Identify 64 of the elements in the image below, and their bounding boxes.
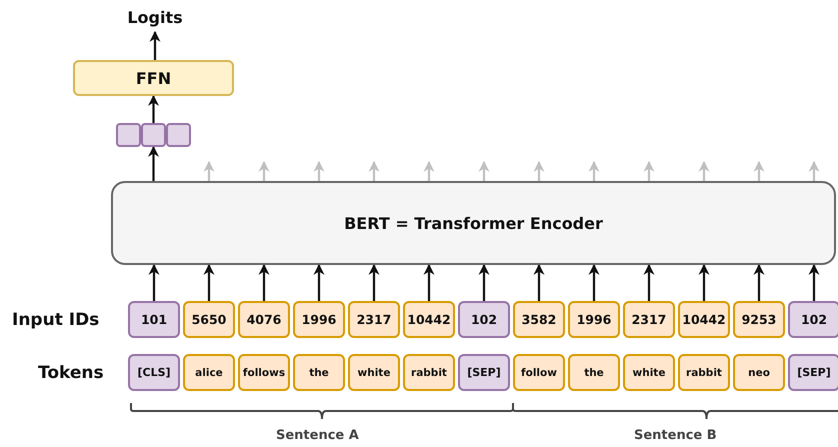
arrow — [204, 264, 214, 301]
ffn-layer-box: FFN — [73, 60, 234, 96]
arrow — [258, 160, 270, 181]
special-token-id: 102 — [788, 301, 838, 338]
arrow — [148, 94, 159, 123]
token-id: 1996 — [568, 301, 620, 338]
token: the — [568, 354, 620, 391]
arrow — [148, 264, 160, 301]
special-token: [SEP] — [458, 354, 510, 391]
row-label: Tokens — [38, 363, 104, 383]
arrow — [368, 160, 380, 181]
token-id: 2317 — [348, 301, 400, 338]
arrow — [698, 160, 710, 181]
arrow — [644, 160, 654, 181]
special-token-id: 101 — [128, 301, 180, 338]
token: follow — [513, 354, 565, 391]
arrow — [754, 264, 764, 301]
group-label: Sentence A — [276, 428, 359, 443]
row-label: Input IDs — [12, 310, 100, 330]
arrow — [424, 160, 434, 181]
special-token-id: 102 — [458, 301, 510, 338]
arrow — [698, 264, 710, 301]
token-id: 4076 — [238, 301, 290, 338]
token: rabbit — [403, 354, 455, 391]
embedding-cell — [116, 123, 141, 147]
arrow — [478, 264, 490, 301]
token-id: 2317 — [623, 301, 675, 338]
arrow — [478, 160, 490, 181]
arrow — [368, 264, 380, 301]
arrow — [148, 146, 159, 181]
arrow — [314, 160, 324, 181]
arrow — [588, 264, 600, 301]
token-id: 3582 — [513, 301, 565, 338]
arrow — [150, 30, 160, 60]
arrow — [534, 264, 544, 301]
token-id: 5650 — [183, 301, 235, 338]
arrow — [314, 264, 324, 301]
token: white — [348, 354, 400, 391]
token: follows — [238, 354, 290, 391]
token: the — [293, 354, 345, 391]
token: rabbit — [678, 354, 730, 391]
arrow — [258, 264, 270, 301]
arrow — [808, 264, 820, 301]
token-id: 10442 — [678, 301, 730, 338]
arrow — [644, 264, 654, 301]
arrow — [588, 160, 600, 181]
token: white — [623, 354, 675, 391]
embedding-cell — [141, 123, 166, 147]
arrow — [754, 160, 764, 181]
arrow — [808, 160, 820, 181]
encoder-box: BERT = Transformer Encoder — [111, 181, 836, 265]
output-label: Logits — [127, 8, 183, 26]
token: alice — [183, 354, 235, 391]
token-id: 1996 — [293, 301, 345, 338]
special-token: [SEP] — [788, 354, 838, 391]
arrow — [534, 160, 544, 181]
group-label: Sentence B — [634, 428, 717, 443]
arrow — [204, 160, 214, 181]
embedding-cell — [166, 123, 191, 147]
arrow — [424, 264, 434, 301]
special-token: [CLS] — [128, 354, 180, 391]
token-id: 9253 — [733, 301, 785, 338]
token-id: 10442 — [403, 301, 455, 338]
token: neo — [733, 354, 785, 391]
